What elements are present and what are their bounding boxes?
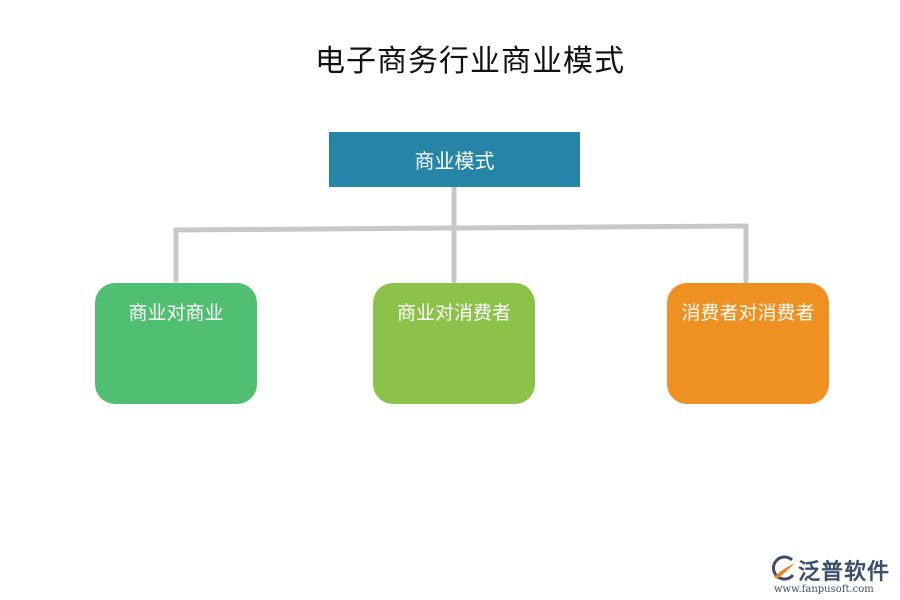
child-node-b2b: 商业对商业 xyxy=(95,283,257,404)
child-node-label: 消费者对消费者 xyxy=(681,302,815,324)
watermark-url-text: www.fanpusoft.com xyxy=(774,584,874,595)
child-node-c2c: 消费者对消费者 xyxy=(667,283,829,404)
child-node-label: 商业对消费者 xyxy=(396,302,511,324)
child-node-b2c: 商业对消费者 xyxy=(373,283,535,404)
root-node: 商业模式 xyxy=(329,132,580,187)
diagram-title: 电子商务行业商业模式 xyxy=(315,44,625,79)
brand-mark-icon xyxy=(772,555,795,581)
watermark-logo: 泛普软件 www.fanpusoft.com xyxy=(768,553,896,598)
root-node-label: 商业模式 xyxy=(414,149,495,173)
connector-horizontal-bar xyxy=(173,223,749,286)
watermark-brand-text: 泛普软件 xyxy=(798,560,891,585)
child-node-label: 商业对商业 xyxy=(128,302,224,324)
